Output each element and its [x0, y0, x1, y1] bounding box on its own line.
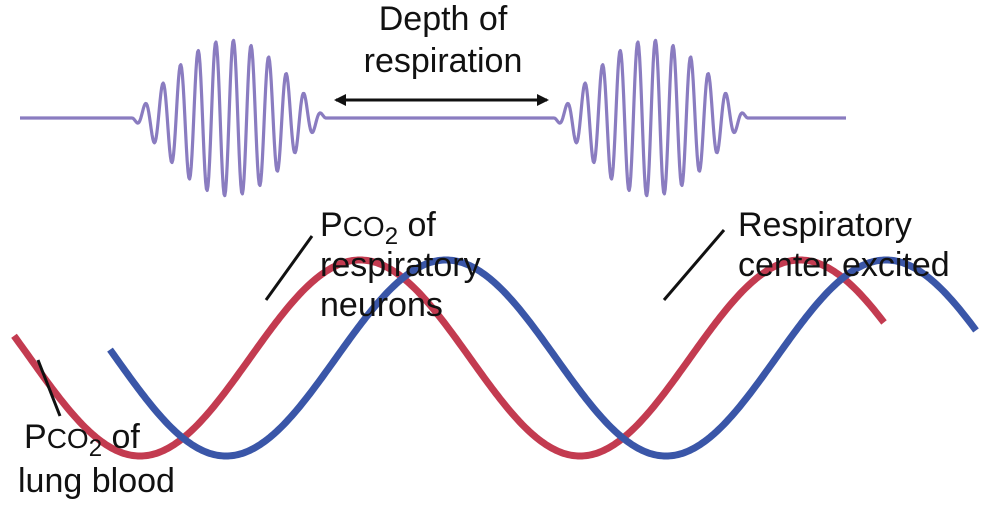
neurons-label-line3: neurons — [320, 286, 443, 324]
lung-label-suffix: of — [102, 418, 140, 456]
lung-label-p: P — [24, 418, 47, 456]
excited-leader-line — [662, 229, 726, 301]
lung-label-gas: CO — [47, 423, 89, 454]
breathing-trace — [20, 38, 846, 198]
lung-blood-pco2-wave — [11, 256, 887, 460]
neuron-pco2-wave — [107, 256, 979, 460]
lung-label-sub: 2 — [89, 435, 102, 462]
neurons-label-p: P — [320, 206, 343, 244]
neurons-label: PCO2 of — [320, 206, 436, 250]
depth-label: Depth of — [379, 0, 508, 38]
excited-label-line2: center excited — [738, 246, 950, 284]
excited-label: Respiratory — [738, 206, 912, 244]
lung-leader-line — [36, 359, 62, 417]
neurons-label-sub: 2 — [385, 223, 398, 250]
neurons-label-gas: CO — [343, 211, 385, 242]
lung-label: PCO2 of — [24, 418, 140, 462]
neurons-label-line2: respiratory — [320, 246, 481, 284]
neurons-leader-line — [264, 235, 314, 301]
neurons-label-suffix: of — [398, 206, 436, 244]
depth-label-line2: respiration — [364, 42, 523, 80]
lung-label-line2: lung blood — [18, 462, 175, 500]
